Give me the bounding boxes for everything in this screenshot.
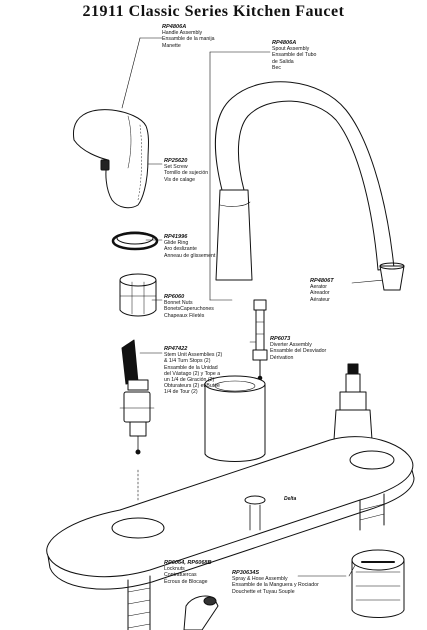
part-desc: Aérateur [310, 296, 330, 303]
callout-locknuts: RP6064, RP6068B Locknuts Contratuercas É… [164, 560, 212, 585]
spray-head-part [183, 595, 219, 630]
part-number: RP6060 [164, 294, 185, 300]
right-shank-part [359, 493, 385, 531]
set-screw-part [100, 159, 110, 171]
part-desc: & 1/4 Turn Stops (2) [164, 358, 211, 365]
part-number: RP6073 [270, 336, 291, 342]
part-desc: Glide Ring [164, 240, 189, 247]
part-desc: Tornillo de sujeción [164, 170, 209, 177]
part-number: RP30634S [232, 570, 260, 576]
callout-spray-hose: RP30634S Spray & Hose Assembly Ensamble … [232, 570, 319, 595]
part-desc: Ensamble del Tubo [272, 52, 317, 59]
part-desc: Spray & Hose Assembly [232, 576, 288, 583]
part-desc: Ensamble de la Manguera y Rociador [232, 582, 319, 589]
callout-stem-unit: RP47422 Stem Unit Assemblies (2) & 1/4 T… [164, 346, 222, 396]
part-number: RP41996 [164, 234, 188, 240]
part-desc: Chapeaux Filetés [164, 312, 205, 319]
part-desc: Vis de calage [164, 176, 196, 183]
part-desc: Ensamble del Desviador [270, 348, 327, 355]
part-number: RP4806A [162, 24, 187, 30]
diverter-part [252, 299, 268, 381]
callout-bonnet-nuts: RP6060 Bonnet Nuts BonetsCaperuchones Ch… [164, 294, 214, 319]
callout-spout: RP4806A Spout Assembly Ensamble del Tubo… [272, 40, 316, 71]
part-number: RP25620 [164, 158, 188, 164]
part-desc: Aerator [310, 284, 328, 291]
spout-assembly-part [215, 81, 395, 281]
right-stem-unit-part [333, 363, 373, 441]
part-desc: Stem Unit Assemblies (2) [164, 352, 223, 359]
part-desc: del Vástago (2) y Tope a [164, 370, 221, 377]
brand-mark: Delta [284, 496, 297, 502]
part-desc: Obturateurs (2) et Butée [164, 383, 220, 390]
part-desc: 1/4 de Tour (2) [164, 389, 198, 396]
part-desc: Handle Assembly [162, 30, 203, 37]
part-desc: un 1/4 de Giración (2) [164, 377, 215, 384]
part-desc: Écrous de Blocage [164, 578, 208, 585]
part-desc: Manette [162, 42, 181, 49]
part-desc: de Salida [272, 58, 294, 65]
part-desc: Dérivation [270, 354, 294, 361]
part-desc: Spout Assembly [272, 46, 310, 53]
spout-shank-part [204, 375, 266, 462]
callout-aerator: RP4806T Aerator Aireador Aérateur [310, 278, 334, 303]
part-desc: Ensamble de la manija [162, 36, 215, 43]
bonnet-nut-part [119, 273, 157, 317]
stem-unit-part [119, 339, 155, 501]
part-desc: Douchette et Tuyau Souple [232, 588, 295, 595]
deck-plate-part [46, 436, 415, 590]
part-number: RP6064, RP6068B [164, 560, 212, 566]
part-desc: Ensamble de la Unidad [164, 364, 218, 371]
part-desc: Anneau de glissement [164, 252, 216, 259]
part-desc: Contratuercas [164, 572, 197, 579]
part-desc: BonetsCaperuchones [164, 306, 214, 313]
part-number: RP4806T [310, 278, 334, 284]
part-desc: Diverter Assembly [270, 342, 312, 349]
aerator-part [379, 262, 405, 291]
callout-glide-ring: RP41996 Glide Ring Aro deslizante Anneau… [164, 234, 215, 259]
left-shank-part [127, 575, 151, 630]
part-number: RP4806A [272, 40, 297, 46]
glide-ring-part [111, 231, 159, 251]
part-desc: Set Screw [164, 164, 188, 171]
spray-holder-part [351, 549, 405, 618]
diagram-title: 21911 Classic Series Kitchen Faucet [82, 3, 345, 20]
part-desc: Locknuts [164, 566, 185, 573]
part-desc: Bec [272, 64, 281, 71]
part-desc: Bonnet Nuts [164, 300, 193, 307]
callout-handle: RP4806A Handle Assembly Ensamble de la m… [162, 24, 214, 49]
callout-set-screw: RP25620 Set Screw Tornillo de sujeción V… [164, 158, 208, 183]
part-desc: Aireador [310, 290, 330, 297]
part-number: RP47422 [164, 346, 188, 352]
handle-assembly [73, 109, 149, 209]
part-desc: Aro deslizante [164, 246, 197, 253]
callout-diverter: RP6073 Diverter Assembly Ensamble del De… [270, 336, 326, 361]
